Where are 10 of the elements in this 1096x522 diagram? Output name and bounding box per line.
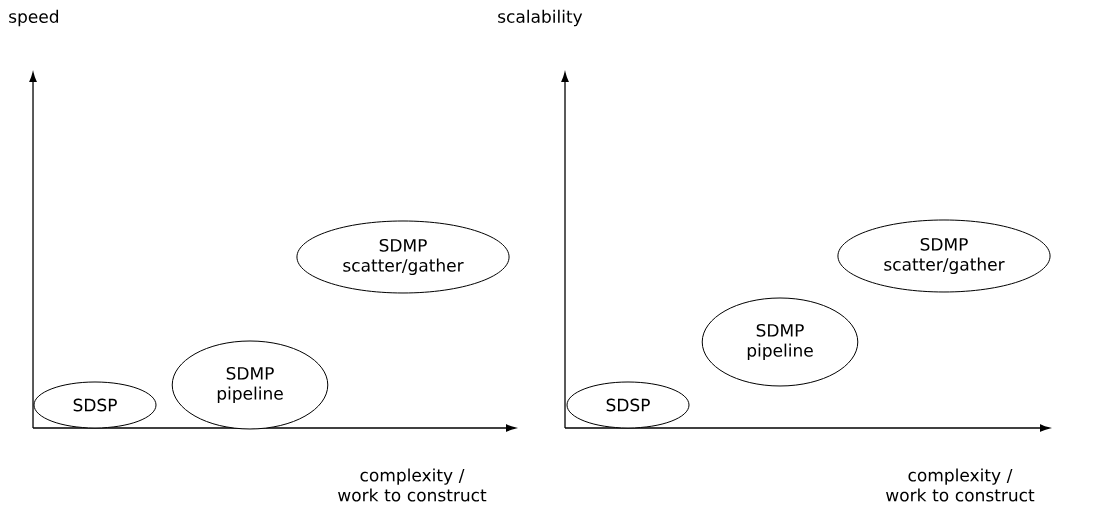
- axis-label: scalability: [498, 9, 583, 27]
- ellipse-node: SDMP pipeline: [171, 340, 329, 430]
- ellipse-node: SDMP pipeline: [701, 297, 859, 387]
- ellipse-node: SDSP: [33, 381, 157, 429]
- ellipse-node: SDMP scatter/gather: [296, 220, 510, 294]
- ellipse-node: SDMP scatter/gather: [837, 219, 1051, 293]
- axis-label: complexity / work to construct: [886, 468, 1035, 502]
- axis-label: complexity / work to construct: [338, 468, 487, 502]
- ellipse-node: SDSP: [566, 381, 690, 429]
- axis-label: speed: [9, 9, 59, 27]
